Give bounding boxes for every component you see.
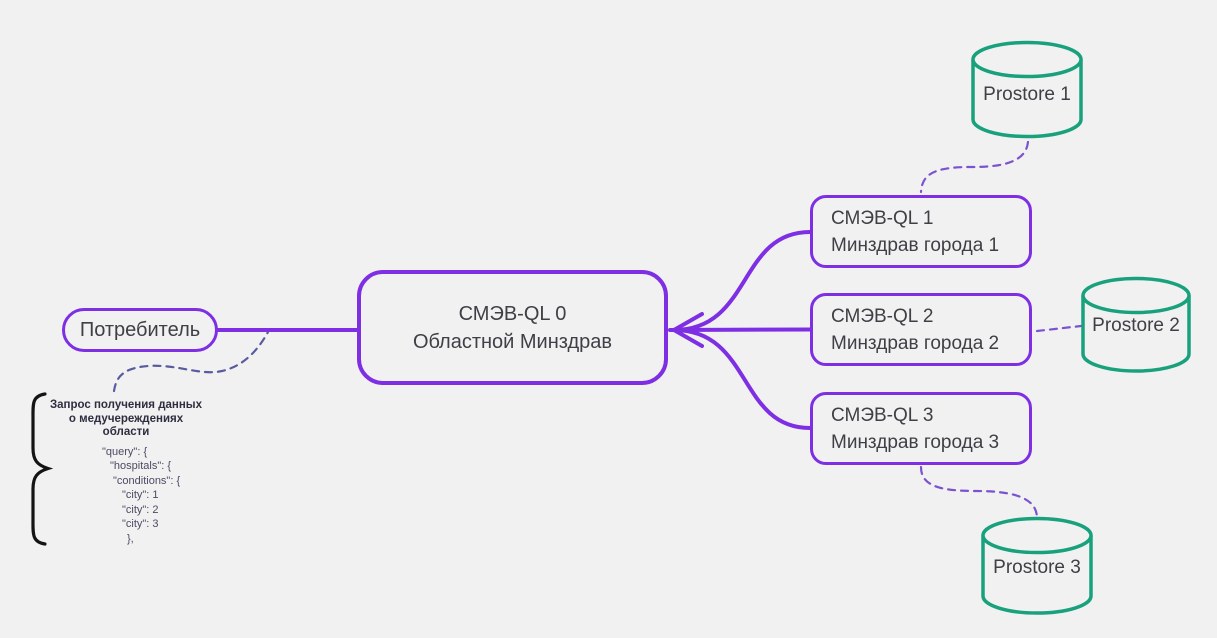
datastore-label-prostore2[interactable]: Prostore 2: [1092, 315, 1180, 336]
annotation-code-line: "city": 1: [122, 489, 159, 502]
database-cylinder-icon-3[interactable]: [981, 516, 1093, 615]
annotation-dashed-connector[interactable]: [112, 330, 270, 393]
node-smev1-line2: Минздрав города 1: [831, 234, 1000, 256]
curly-brace-icon: [31, 392, 54, 546]
annotation-code-line: "conditions": {: [113, 474, 181, 487]
node-smev2-line2: Минздрав города 2: [831, 332, 1000, 354]
node-smev1[interactable]: СМЭВ-QL 1 Минздрав города 1: [810, 195, 1032, 268]
node-smev3[interactable]: СМЭВ-QL 3 Минздрав города 3: [810, 392, 1032, 465]
annotation-code-line: "city": 2: [122, 503, 159, 516]
node-smev3-line1: СМЭВ-QL 3: [831, 404, 934, 426]
node-consumer-label: Потребитель: [79, 318, 201, 341]
database-cylinder-icon-1[interactable]: [971, 40, 1083, 139]
annotation-code-line: "query": {: [102, 445, 148, 458]
datastore-label-prostore1[interactable]: Prostore 1: [983, 84, 1071, 105]
arrowhead-icon: [672, 312, 704, 348]
annotation-block[interactable]: Запрос получения данных о медучереждения…: [40, 399, 230, 547]
datastore-label-prostore3[interactable]: Prostore 3: [993, 557, 1081, 578]
connector-service2-central[interactable]: [668, 327, 812, 332]
annotation-code: "query": { "hospitals": { "conditions": …: [102, 445, 230, 547]
annotation-title-line: Запрос получения данных: [49, 399, 203, 411]
node-central-smev0[interactable]: СМЭВ-QL 0 Областной Минздрав: [357, 270, 668, 385]
node-central-line2: Областной Минздрав: [412, 330, 613, 353]
annotation-title-line: о медучереждениях: [68, 412, 184, 425]
connector-service3-central[interactable]: [672, 328, 812, 430]
database-cylinder-icon-2[interactable]: [1081, 276, 1191, 373]
node-central-line1: СМЭВ-QL 0: [458, 302, 567, 325]
annotation-code-line: },: [127, 533, 134, 546]
node-smev2[interactable]: СМЭВ-QL 2 Минздрав города 2: [810, 293, 1032, 366]
annotation-code-line: "hospitals": {: [110, 460, 172, 473]
dashed-connector-prostore2[interactable]: [1035, 324, 1083, 333]
node-smev2-line1: СМЭВ-QL 2: [831, 305, 934, 327]
dashed-connector-prostore1[interactable]: [919, 140, 1030, 194]
node-smev1-line1: СМЭВ-QL 1: [831, 207, 934, 229]
annotation-code-line: "city": 3: [122, 518, 159, 531]
node-consumer[interactable]: Потребитель: [62, 308, 218, 352]
dashed-connector-prostore3[interactable]: [919, 465, 1039, 519]
annotation-title-line: области: [102, 426, 150, 438]
connector-service1-central[interactable]: [672, 230, 812, 332]
node-smev3-line2: Минздрав города 3: [831, 431, 1000, 453]
